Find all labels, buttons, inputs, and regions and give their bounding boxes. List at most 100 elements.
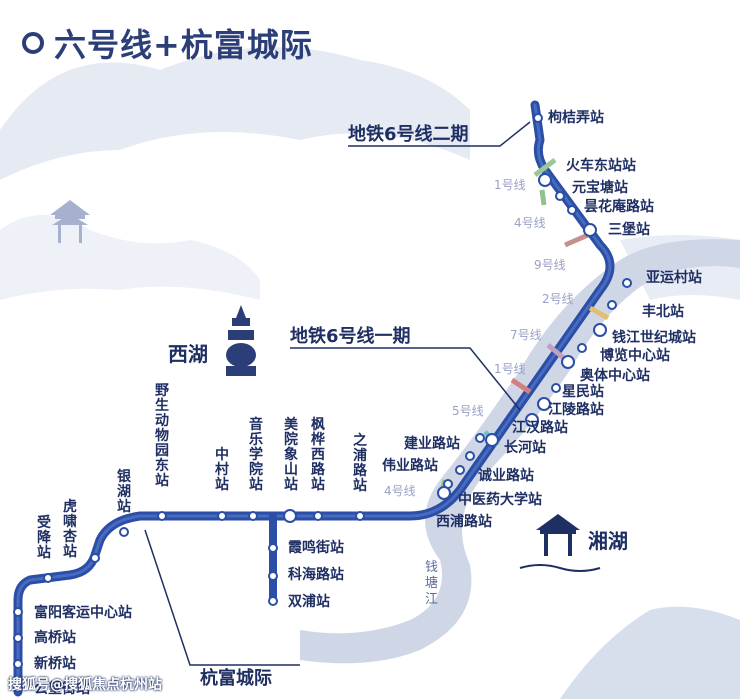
interchange-dot [593, 323, 607, 337]
station-label: 公望街站 [34, 681, 90, 697]
station-label: 中医药大学站 [458, 492, 542, 508]
west-lake-label: 西湖 [168, 342, 208, 366]
station-label: 火车东站站 [566, 158, 636, 174]
page-title: 六号线+杭富城际 [22, 20, 313, 66]
station-label-vertical: 野生动物园东站 [155, 383, 169, 489]
transfer-label: 5号线 [452, 404, 484, 418]
transfer-stub-1-line [533, 158, 557, 177]
station-dot [268, 596, 278, 606]
station-dot [248, 511, 258, 521]
interchange-dot [525, 413, 539, 427]
station-dot [217, 511, 227, 521]
station-dot [355, 511, 365, 521]
station-dot [465, 451, 475, 461]
station-label: 博览中心站 [600, 348, 670, 364]
interchange-dot [537, 397, 551, 411]
station-label: 江陵路站 [548, 402, 604, 418]
station-dot [567, 205, 577, 215]
station-label: 伟业路站 [382, 458, 438, 474]
station-dot [43, 573, 53, 583]
station-dot [90, 553, 100, 563]
pavilion-icon-xianghu [519, 514, 601, 572]
title-text: 六号线+杭富城际 [54, 26, 313, 64]
river-label: 钱塘江 [425, 560, 439, 607]
hangfu-label: 杭富城际 [200, 668, 272, 689]
station-dot [313, 511, 323, 521]
interchange-dot [485, 433, 499, 447]
watermark: 搜狐号@搜狐焦点杭州站 [8, 677, 162, 693]
station-dot [551, 383, 561, 393]
station-label: 枸桔弄站 [548, 110, 604, 126]
transfer-label: 9号线 [534, 258, 566, 272]
station-dot [455, 465, 465, 475]
station-label: 长河站 [504, 440, 546, 456]
transfer-label: 4号线 [514, 216, 546, 230]
mountain-wash-top [0, 47, 470, 181]
station-label: 诚业路站 [478, 468, 534, 484]
station-label: 三堡站 [608, 222, 650, 238]
interchange-dot [437, 486, 451, 500]
hangfu-leader [144, 529, 300, 666]
station-dot [475, 433, 485, 443]
station-label-vertical: 之浦路站 [353, 433, 367, 494]
station-label: 元宝塘站 [572, 180, 628, 196]
station-dot [13, 633, 23, 643]
interchange-dot [583, 223, 597, 237]
phase2-leader [348, 121, 531, 147]
pagoda-icon [226, 305, 256, 376]
station-dot [13, 607, 23, 617]
station-label: 富阳客运中心站 [34, 605, 132, 621]
transfer-label: 2号线 [542, 292, 574, 306]
station-label: 昙花庵路站 [584, 199, 654, 215]
station-dot [555, 191, 565, 201]
phase1-leader [290, 347, 521, 411]
interchange-dot [561, 355, 575, 369]
transfer-label: 4号线 [384, 484, 416, 498]
station-label-vertical: 中村站 [215, 447, 229, 493]
station-label-vertical: 枫桦西路站 [311, 417, 325, 493]
station-label: 新桥站 [34, 656, 76, 672]
transfer-stub-2-line [588, 305, 610, 321]
station-label: 奥体中心站 [580, 368, 650, 384]
station-label: 丰北站 [642, 304, 684, 320]
station-dot [119, 527, 129, 537]
transfer-stub-4-line [539, 189, 547, 206]
station-label: 双浦站 [288, 594, 330, 610]
station-label: 高桥站 [34, 630, 76, 646]
station-dot [268, 571, 278, 581]
station-dot [622, 278, 632, 288]
station-label-vertical: 虎啸杏站 [63, 499, 77, 560]
station-dot [13, 683, 23, 693]
pavilion-icon [50, 200, 90, 243]
station-label: 江汉路站 [512, 420, 568, 436]
station-label-vertical: 银湖站 [117, 469, 131, 515]
mountain-wash-left [0, 215, 260, 300]
transfer-label: 1号线 [494, 362, 526, 376]
station-label: 霞鸣街站 [288, 540, 344, 556]
station-dot [13, 659, 23, 669]
station-label: 钱江世纪城站 [612, 330, 696, 346]
station-dot [157, 511, 167, 521]
phase1-label: 地铁6号线一期 [290, 326, 411, 347]
station-dot [577, 343, 587, 353]
phase2-label: 地铁6号线二期 [348, 124, 469, 145]
station-dot [607, 300, 617, 310]
station-label-vertical: 美院象山站 [284, 417, 298, 493]
transfer-stub-1b-line [510, 377, 532, 395]
interchange-dot [538, 173, 552, 187]
xiang-lake-label: 湘湖 [588, 529, 628, 553]
station-label: 建业路站 [404, 436, 460, 452]
transfer-label: 7号线 [510, 328, 542, 342]
transfer-stub-9-line [564, 232, 589, 248]
station-dot [268, 543, 278, 553]
station-label: 星民站 [562, 384, 604, 400]
station-label-vertical: 受降站 [37, 515, 51, 561]
interchange-dot [283, 509, 297, 523]
station-label: 亚运村站 [646, 270, 702, 286]
transfer-label: 1号线 [494, 178, 526, 192]
station-dot [533, 113, 543, 123]
station-label: 西浦路站 [436, 514, 492, 530]
station-label-vertical: 音乐学院站 [249, 417, 263, 493]
